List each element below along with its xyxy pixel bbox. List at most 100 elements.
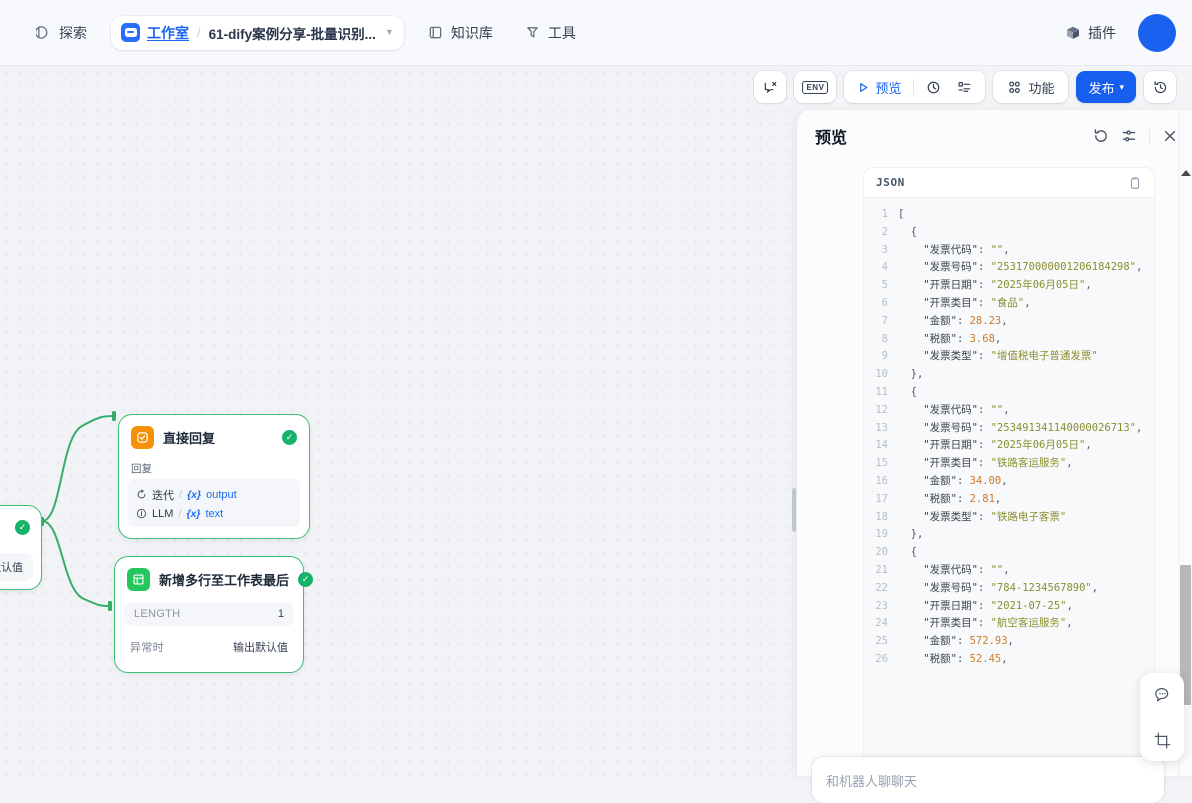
node-status-check-icon: ✓ — [298, 572, 314, 587]
json-line-number: 17 — [875, 492, 888, 505]
env-variables-button[interactable]: ENV — [794, 71, 837, 103]
json-line-code: "税额": 2.81, — [898, 492, 1002, 505]
json-line-number: 7 — [881, 314, 888, 327]
json-card-header: JSON — [864, 168, 1154, 198]
copy-icon[interactable] — [1128, 176, 1142, 190]
json-line-code: "发票代码": "", — [898, 403, 1010, 416]
json-line-code: "开票类目": "航空客运服务", — [898, 617, 1073, 630]
nav-explore[interactable]: 探索 — [22, 16, 101, 50]
panel-resize-handle[interactable] — [792, 488, 797, 532]
node-field-row: 默认值 — [0, 553, 33, 581]
json-line: 11 { — [864, 384, 1148, 402]
run-history-button[interactable] — [919, 75, 948, 99]
preview-button[interactable]: 预览 — [850, 75, 908, 99]
top-header: 探索 工作室 / 61-dify案例分享-批量识别... ▾ 知识库 — [0, 0, 1192, 66]
json-line-number: 16 — [875, 474, 888, 487]
variable-row[interactable]: LLM / {x} text — [136, 505, 292, 522]
json-line-code: "税额": 52.45, — [898, 652, 1008, 665]
variable-scope: LLM — [152, 507, 174, 520]
publish-label: 发布 — [1088, 80, 1115, 96]
node-partial-left[interactable]: ✓ 默认值 — [0, 505, 42, 590]
json-line-code: "金额": 572.93, — [898, 635, 1014, 648]
json-line-number: 20 — [875, 546, 888, 559]
nav-knowledge[interactable]: 知识库 — [414, 16, 507, 50]
json-line: 12 "发票代码": "", — [864, 402, 1148, 420]
scrollbar-thumb[interactable] — [1180, 565, 1191, 705]
json-line-number: 9 — [881, 350, 888, 363]
variable-name: output — [206, 488, 237, 501]
compass-icon — [36, 25, 51, 40]
chevron-down-icon[interactable]: ▾ — [386, 27, 392, 38]
sliders-icon[interactable] — [1121, 128, 1137, 144]
json-line-code: }, — [898, 528, 924, 541]
crop-icon[interactable] — [1147, 725, 1177, 755]
json-line-number: 21 — [875, 563, 888, 576]
version-history-button[interactable] — [1144, 71, 1176, 103]
json-line-code: "发票号码": "784-1234567890", — [898, 581, 1099, 594]
nav-knowledge-label: 知识库 — [450, 24, 493, 41]
field-key: 异常时 — [130, 642, 164, 654]
json-line-code: "金额": 28.23, — [898, 314, 1008, 327]
header-right: 插件 — [1057, 13, 1192, 52]
json-line-number: 1 — [881, 208, 888, 220]
node-header: ✓ — [0, 514, 33, 539]
workflow-canvas[interactable]: ✓ 默认值 直接回复 ✓ 回复 — [0, 66, 795, 776]
field-value: 1 — [277, 608, 284, 620]
json-line: 3 "发票代码": "", — [864, 242, 1148, 260]
variable-separator: / — [179, 488, 183, 501]
scroll-up-arrow-icon[interactable] — [1181, 170, 1191, 176]
json-code-viewer[interactable]: 1[2 {3 "发票代码": "",4 "发票号码": "25317000000… — [864, 198, 1154, 776]
nav-plugins[interactable]: 插件 — [1057, 17, 1124, 49]
node-direct-reply[interactable]: 直接回复 ✓ 回复 迭代 / {x} output — [118, 414, 310, 539]
preview-panel: 预览 JS — [796, 110, 1192, 776]
restart-icon[interactable] — [1093, 128, 1109, 144]
json-result-card: JSON 1[2 {3 "发票代码": "",4 "发票号码": "253170… — [863, 167, 1155, 776]
json-line-number: 25 — [875, 635, 888, 648]
table-icon — [127, 568, 150, 591]
json-line: 19 }, — [864, 526, 1148, 544]
publish-button[interactable]: 发布 ▾ — [1076, 71, 1136, 103]
json-line-number: 6 — [881, 296, 888, 309]
node-field-row-error: 异常时 输出默认值 — [124, 633, 294, 661]
json-line: 10 }, — [864, 366, 1148, 384]
workspace-link[interactable]: 工作室 — [147, 24, 189, 41]
chat-debug-button[interactable] — [754, 71, 787, 103]
close-icon[interactable] — [1162, 128, 1178, 144]
checklist-button[interactable] — [950, 75, 979, 99]
preview-panel-body[interactable]: JSON 1[2 {3 "发票代码": "",4 "发票号码": "253170… — [797, 162, 1192, 776]
box-icon — [1065, 25, 1081, 41]
variable-row[interactable]: 迭代 / {x} output — [136, 484, 292, 505]
node-append-rows[interactable]: 新增多行至工作表最后 ✓ LENGTH 1 异常时 输出默认值 — [114, 556, 314, 673]
preview-panel-header: 预览 — [797, 110, 1192, 162]
json-line-number: 26 — [875, 652, 888, 665]
json-line-number: 22 — [875, 581, 888, 594]
json-line: 16 "金额": 34.00, — [864, 473, 1148, 491]
chat-input[interactable]: 和机器人聊聊天 — [812, 757, 1164, 803]
json-line: 15 "开票类目": "铁路客运服务", — [864, 455, 1148, 473]
json-line: 17 "税额": 2.81, — [864, 491, 1148, 509]
nav-tools-label: 工具 — [547, 24, 576, 41]
json-line: 18 "发票类型": "铁路电子客票" — [864, 509, 1148, 527]
json-line-code: }, — [898, 368, 924, 381]
features-button[interactable]: 功能 — [999, 75, 1062, 99]
json-line-code: "发票代码": "", — [898, 563, 1010, 576]
node-header: 直接回复 ✓ — [128, 424, 300, 449]
nav-explore-label: 探索 — [59, 24, 87, 41]
chat-bubble-icon[interactable] — [1147, 679, 1177, 709]
json-line-code: "开票类目": "铁路客运服务", — [898, 457, 1073, 470]
field-value: 输出默认值 — [233, 642, 288, 654]
book-icon — [428, 25, 443, 40]
node-title: 新增多行至工作表最后 — [159, 573, 290, 588]
llm-icon — [136, 508, 147, 519]
toolbar-divider — [913, 79, 915, 95]
node-field-row-length: LENGTH 1 — [124, 602, 294, 626]
json-line: 24 "开票类目": "航空客运服务", — [864, 615, 1148, 633]
nav-tools[interactable]: 工具 — [511, 16, 590, 50]
json-line-number: 4 — [881, 261, 888, 274]
preview-scrollbar-track[interactable] — [1178, 110, 1192, 776]
workspace-breadcrumb-pill[interactable]: 工作室 / 61-dify案例分享-批量识别... ▾ — [111, 15, 404, 50]
json-line-code: { — [898, 385, 917, 398]
user-avatar[interactable] — [1138, 13, 1176, 52]
json-line: 7 "金额": 28.23, — [864, 313, 1148, 331]
json-line: 5 "开票日期": "2025年06月05日", — [864, 277, 1148, 295]
